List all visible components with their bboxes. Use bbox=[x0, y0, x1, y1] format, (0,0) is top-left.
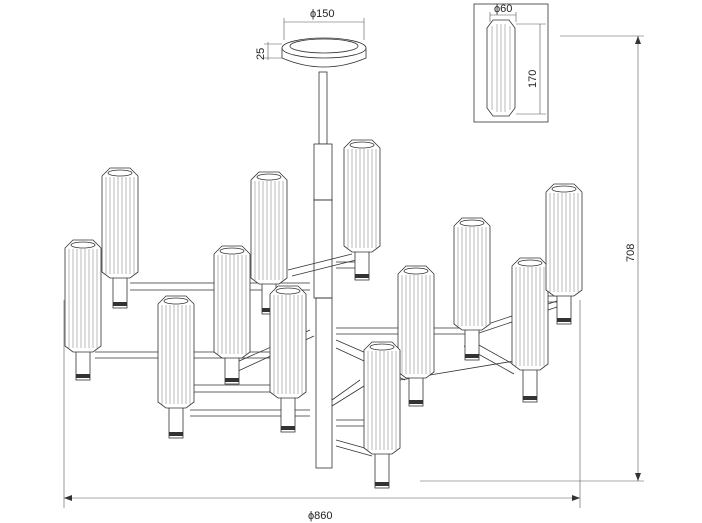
shade-height-label: 170 bbox=[527, 70, 539, 88]
overall-diameter-label: ϕ860 bbox=[308, 510, 333, 522]
lamp-shade bbox=[453, 217, 491, 331]
lamp-3 bbox=[157, 295, 195, 439]
lamp-holder-ring bbox=[375, 482, 389, 486]
overall-height-dimension: 708 bbox=[420, 35, 644, 482]
central-stem bbox=[313, 71, 333, 469]
lamp-holder-ring bbox=[225, 378, 239, 382]
canopy-diameter-label: ϕ150 bbox=[310, 8, 335, 20]
lamp-holder-ring bbox=[465, 354, 479, 358]
lamp-shade-rim bbox=[163, 297, 189, 305]
lamp-7 bbox=[343, 139, 381, 281]
lamp-holder-ring bbox=[113, 302, 127, 306]
lamp-shade-rim bbox=[349, 141, 375, 149]
lamp-shade-rim bbox=[517, 259, 543, 267]
lamp-shade-rim bbox=[459, 219, 485, 227]
lamp-shade bbox=[363, 341, 401, 455]
lamp-shade-rim bbox=[70, 241, 96, 249]
shade-diameter-label: ϕ60 bbox=[494, 3, 512, 15]
lamp-shade-rim bbox=[369, 343, 395, 351]
lamp-holder-ring bbox=[262, 308, 276, 312]
lamp-shade-rim bbox=[403, 267, 429, 275]
lamp-4 bbox=[213, 245, 251, 385]
lamp-shade bbox=[64, 239, 102, 353]
overall-diameter-dimension: ϕ860 bbox=[63, 300, 581, 522]
shade-detail-inset: ϕ60 170 bbox=[473, 3, 549, 123]
lamp-holder-ring bbox=[169, 432, 183, 436]
lamp-shade-rim bbox=[219, 247, 245, 255]
lamp-shade-rim bbox=[275, 287, 301, 295]
canopy-height-dimension: 25 bbox=[255, 42, 282, 60]
lamp-9 bbox=[453, 217, 491, 361]
overall-height-label: 708 bbox=[625, 244, 637, 262]
lamp-shade bbox=[545, 183, 583, 297]
lamp-holder-ring bbox=[76, 374, 90, 378]
lamp-shade bbox=[397, 265, 435, 379]
lamp-shade-rim bbox=[551, 185, 577, 193]
lamp-shade bbox=[250, 171, 288, 285]
canopy bbox=[281, 37, 367, 68]
lamp-shade-rim bbox=[107, 169, 133, 177]
lamp-holder-ring bbox=[281, 426, 295, 430]
lamp-holder-ring bbox=[523, 396, 537, 400]
lamp-shade bbox=[101, 167, 139, 279]
lamp-holder-ring bbox=[557, 318, 571, 322]
lamp-11 bbox=[545, 183, 583, 325]
canopy-diameter-dimension: ϕ150 bbox=[283, 8, 365, 40]
lamp-2 bbox=[64, 239, 102, 381]
lamp-holder-ring bbox=[409, 400, 423, 404]
lamp-shade bbox=[343, 139, 381, 253]
lamp-1 bbox=[101, 167, 139, 309]
lamp-holder-ring bbox=[355, 274, 369, 278]
canopy-height-label: 25 bbox=[255, 48, 267, 60]
lamp-shade bbox=[157, 295, 195, 409]
lamp-group bbox=[64, 139, 583, 489]
lamp-shade-rim bbox=[256, 173, 282, 181]
lamp-5 bbox=[250, 171, 288, 315]
lamp-shade bbox=[511, 257, 549, 371]
lamp-shade bbox=[269, 285, 307, 399]
lamp-12 bbox=[363, 341, 401, 489]
lamp-6 bbox=[269, 285, 307, 433]
lamp-8 bbox=[397, 265, 435, 407]
lamp-shade bbox=[213, 245, 251, 359]
lamp-10 bbox=[511, 257, 549, 403]
